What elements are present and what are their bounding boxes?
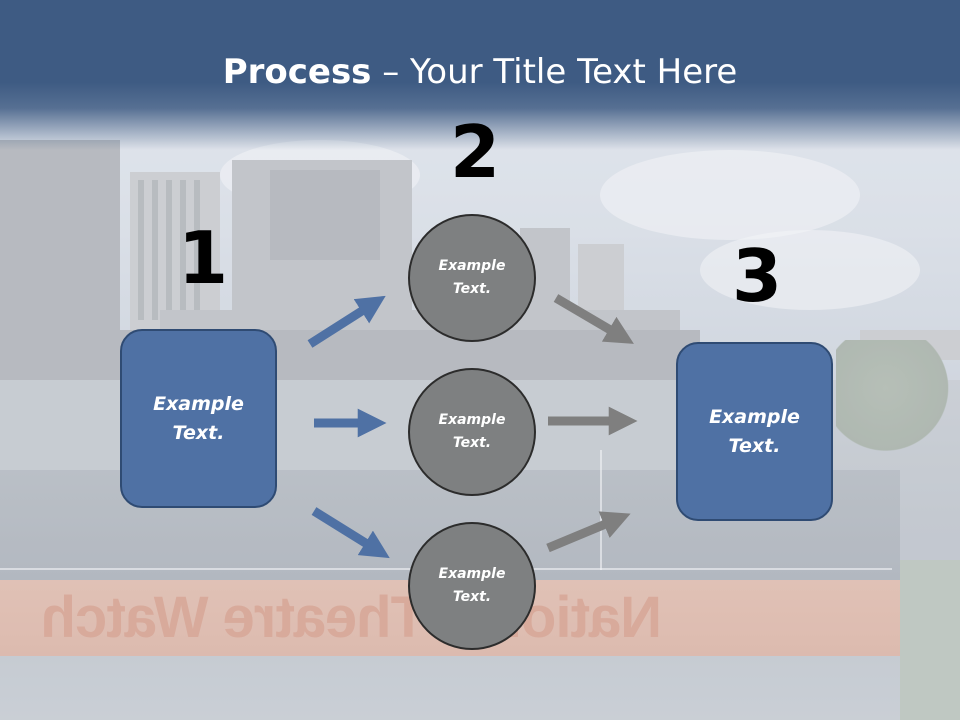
cloud bbox=[700, 230, 920, 310]
building bbox=[270, 170, 380, 260]
left-box: Example Text. bbox=[120, 329, 277, 508]
slide-title: Process – Your Title Text Here bbox=[0, 52, 960, 92]
circle-1: Example Text. bbox=[408, 214, 536, 342]
step-number-3: 3 bbox=[732, 234, 783, 318]
building-stripe bbox=[166, 180, 172, 320]
grass bbox=[900, 560, 960, 720]
building-stripe bbox=[138, 180, 144, 320]
circle-2-text: Example Text. bbox=[438, 412, 506, 451]
building bbox=[0, 140, 120, 340]
right-box-text: Example Text. bbox=[709, 405, 800, 457]
circle-3: Example Text. bbox=[408, 522, 536, 650]
step-number-2: 2 bbox=[450, 110, 501, 194]
cloud bbox=[600, 150, 860, 240]
circle-1-text: Example Text. bbox=[438, 258, 506, 297]
railing bbox=[600, 450, 602, 570]
building-stripe bbox=[194, 180, 200, 320]
arrow-from-circle-3 bbox=[546, 511, 631, 553]
header-bar bbox=[0, 0, 960, 150]
building bbox=[130, 172, 220, 332]
arrow-to-circle-1 bbox=[307, 295, 386, 348]
building-stripe bbox=[180, 180, 186, 320]
arrow-to-circle-3 bbox=[311, 507, 390, 559]
trees bbox=[836, 340, 960, 460]
title-bold: Process bbox=[222, 52, 372, 92]
lower-ground bbox=[0, 656, 960, 720]
arrow-from-circle-1 bbox=[553, 294, 634, 344]
building-terrace bbox=[0, 330, 700, 380]
right-box: Example Text. bbox=[676, 342, 833, 521]
step-number-1: 1 bbox=[178, 216, 229, 300]
circle-3-text: Example Text. bbox=[438, 566, 506, 605]
circle-2: Example Text. bbox=[408, 368, 536, 496]
building-stripe bbox=[152, 180, 158, 320]
left-box-text: Example Text. bbox=[153, 392, 244, 444]
title-rest: – Your Title Text Here bbox=[371, 52, 738, 92]
